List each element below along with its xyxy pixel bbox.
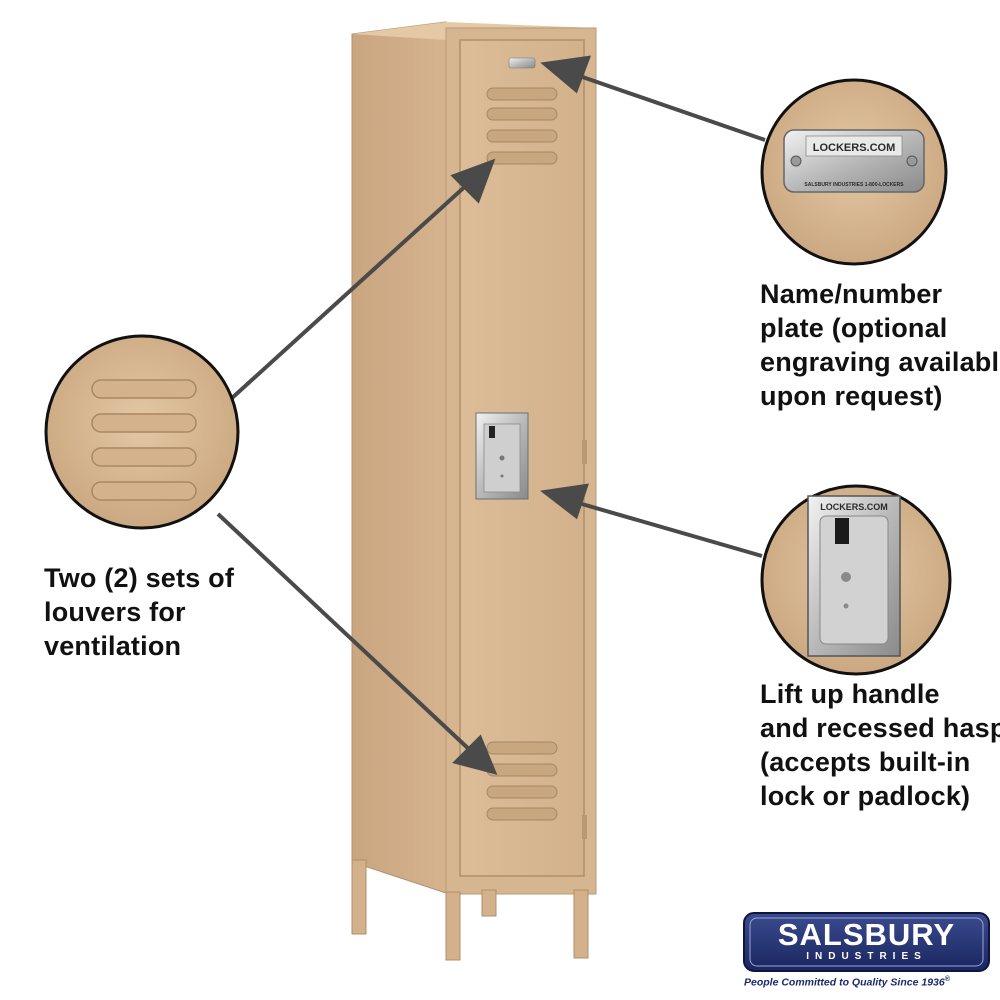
- nameplate-callout-label: Name/number plate (optional engraving av…: [760, 277, 1000, 413]
- logo-tagline-text: People Committed to Quality Since 1936: [744, 976, 945, 989]
- locker: [351, 21, 597, 961]
- logo-tagline: People Committed to Quality Since 1936®: [744, 976, 994, 989]
- screw-icon: [843, 603, 849, 609]
- arrow-lower-louvers-head: [452, 734, 498, 775]
- louvers-callout-label: Two (2) sets of louvers for ventilation: [44, 561, 234, 663]
- nameplate-detail-subtext: SALSBURY INDUSTRIES 1-800-LOCKERS: [804, 182, 904, 188]
- logo-subtitle: INDUSTRIES: [806, 951, 927, 962]
- lock-hole-icon: [841, 572, 851, 582]
- nameplate-detail-circle: LOCKERS.COM SALSBURY INDUSTRIES 1-800-LO…: [760, 78, 948, 266]
- door-hinge: [582, 440, 587, 464]
- handle-detail-text: LOCKERS.COM: [820, 502, 888, 512]
- nameplate-callout-line: upon request): [760, 381, 943, 411]
- door-nameplate: [508, 57, 536, 69]
- nameplate-detail-text: LOCKERS.COM: [813, 142, 896, 154]
- screw-icon: [790, 155, 802, 167]
- arrow-handle: [567, 498, 763, 558]
- arrow-upper-louvers: [230, 180, 472, 400]
- handle-callout-line: (accepts built-in: [760, 747, 971, 777]
- upper-louvers: [486, 87, 558, 165]
- arrow-lower-louvers: [216, 512, 474, 754]
- latch-icon: [835, 518, 849, 544]
- louvers-callout-line: louvers for: [44, 597, 186, 627]
- arrow-handle-head: [540, 483, 589, 520]
- locker-legs: [351, 859, 589, 961]
- louver-detail-circle: [44, 334, 240, 530]
- door-handle: [475, 412, 529, 500]
- arrow-upper-louvers-head: [450, 158, 496, 204]
- callout-arrows: [216, 55, 766, 775]
- handle-callout-line: and recessed hasp: [760, 713, 1000, 743]
- nameplate-callout-line: Name/number: [760, 279, 943, 309]
- arrow-nameplate: [567, 70, 766, 142]
- lower-louvers: [486, 741, 558, 821]
- nameplate-callout-line: engraving available: [760, 347, 1000, 377]
- registered-mark: ®: [944, 976, 950, 983]
- louvers-callout-line: Two (2) sets of: [44, 563, 235, 593]
- arrow-nameplate-head: [540, 55, 592, 94]
- nameplate-callout-line: plate (optional: [760, 313, 948, 343]
- handle-callout-line: lock or padlock): [760, 781, 971, 811]
- salsbury-logo: [743, 912, 990, 972]
- handle-callout-line: Lift up handle: [760, 679, 940, 709]
- louvers-callout-line: ventilation: [44, 631, 182, 661]
- handle-callout-label: Lift up handle and recessed hasp (accept…: [760, 677, 1000, 813]
- screw-icon: [906, 155, 918, 167]
- handle-detail-circle: LOCKERS.COM: [760, 484, 952, 676]
- logo-wordmark: SALSBURY: [777, 917, 956, 952]
- locker-side-panel: [351, 21, 447, 894]
- door-hinge: [582, 815, 587, 839]
